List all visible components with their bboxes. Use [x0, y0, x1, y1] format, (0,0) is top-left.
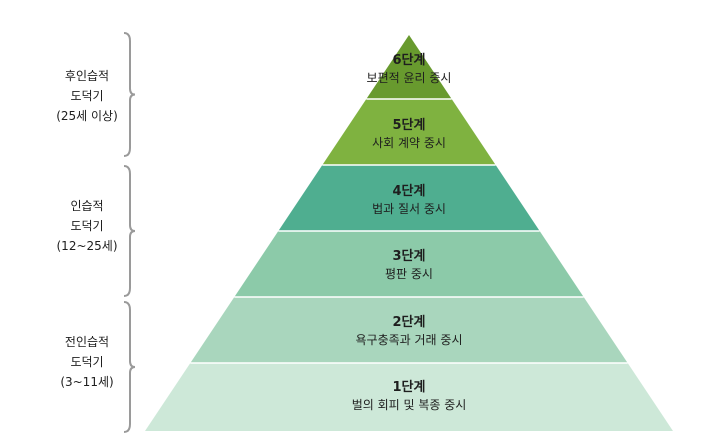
- level-3-stage: 3단계: [392, 249, 426, 264]
- group-pre-line3: (3~11세): [60, 375, 114, 389]
- group-post-conventional: 후인습적 도덕기 (25세 이상): [32, 66, 142, 126]
- level-4-label: 4단계 법과 질서 중시: [289, 183, 529, 217]
- level-4-stage: 4단계: [392, 184, 426, 199]
- pyramid-layer-1: [145, 363, 673, 431]
- level-1-label: 1단계 벌의 회피 및 복종 중시: [289, 379, 529, 413]
- curly-bracket-2: [123, 165, 136, 297]
- level-1-stage: 1단계: [392, 380, 426, 395]
- pyramid-layer-3: [234, 231, 584, 297]
- pyramid-layer-6: [366, 35, 452, 99]
- group-post-line1: 후인습적: [64, 69, 110, 83]
- level-6-stage: 6단계: [392, 53, 426, 68]
- group-post-line2: 도덕기: [70, 89, 104, 103]
- level-5-desc: 사회 계약 중시: [372, 136, 446, 150]
- level-4-desc: 법과 질서 중시: [372, 202, 446, 216]
- group-conv-line3: (12~25세): [56, 239, 118, 253]
- level-2-desc: 욕구충족과 거래 중시: [355, 333, 463, 347]
- level-6-label: 6단계 보편적 윤리 중시: [289, 52, 529, 86]
- group-post-line3: (25세 이상): [56, 109, 118, 123]
- group-conv-line1: 인습적: [70, 199, 104, 213]
- curly-bracket-3: [123, 301, 136, 433]
- pyramid-layers: [145, 35, 673, 431]
- level-5-label: 5단계 사회 계약 중시: [289, 117, 529, 151]
- level-3-desc: 평판 중시: [385, 267, 433, 281]
- group-conv-line2: 도덕기: [70, 219, 104, 233]
- pyramid-layer-4: [278, 165, 540, 231]
- curly-bracket-1: [123, 32, 136, 157]
- group-pre-conventional: 전인습적 도덕기 (3~11세): [32, 332, 142, 392]
- pyramid-layer-2: [190, 297, 628, 363]
- level-5-stage: 5단계: [392, 118, 426, 133]
- group-conventional: 인습적 도덕기 (12~25세): [32, 196, 142, 256]
- group-pre-line2: 도덕기: [70, 355, 104, 369]
- stage-brackets: [123, 32, 136, 433]
- pyramid-layer-5: [322, 99, 496, 165]
- level-6-desc: 보편적 윤리 중시: [366, 71, 452, 85]
- level-2-label: 2단계 욕구충족과 거래 중시: [289, 314, 529, 348]
- level-3-label: 3단계 평판 중시: [289, 248, 529, 282]
- level-2-stage: 2단계: [392, 315, 426, 330]
- level-1-desc: 벌의 회피 및 복종 중시: [351, 398, 467, 412]
- group-pre-line1: 전인습적: [64, 335, 110, 349]
